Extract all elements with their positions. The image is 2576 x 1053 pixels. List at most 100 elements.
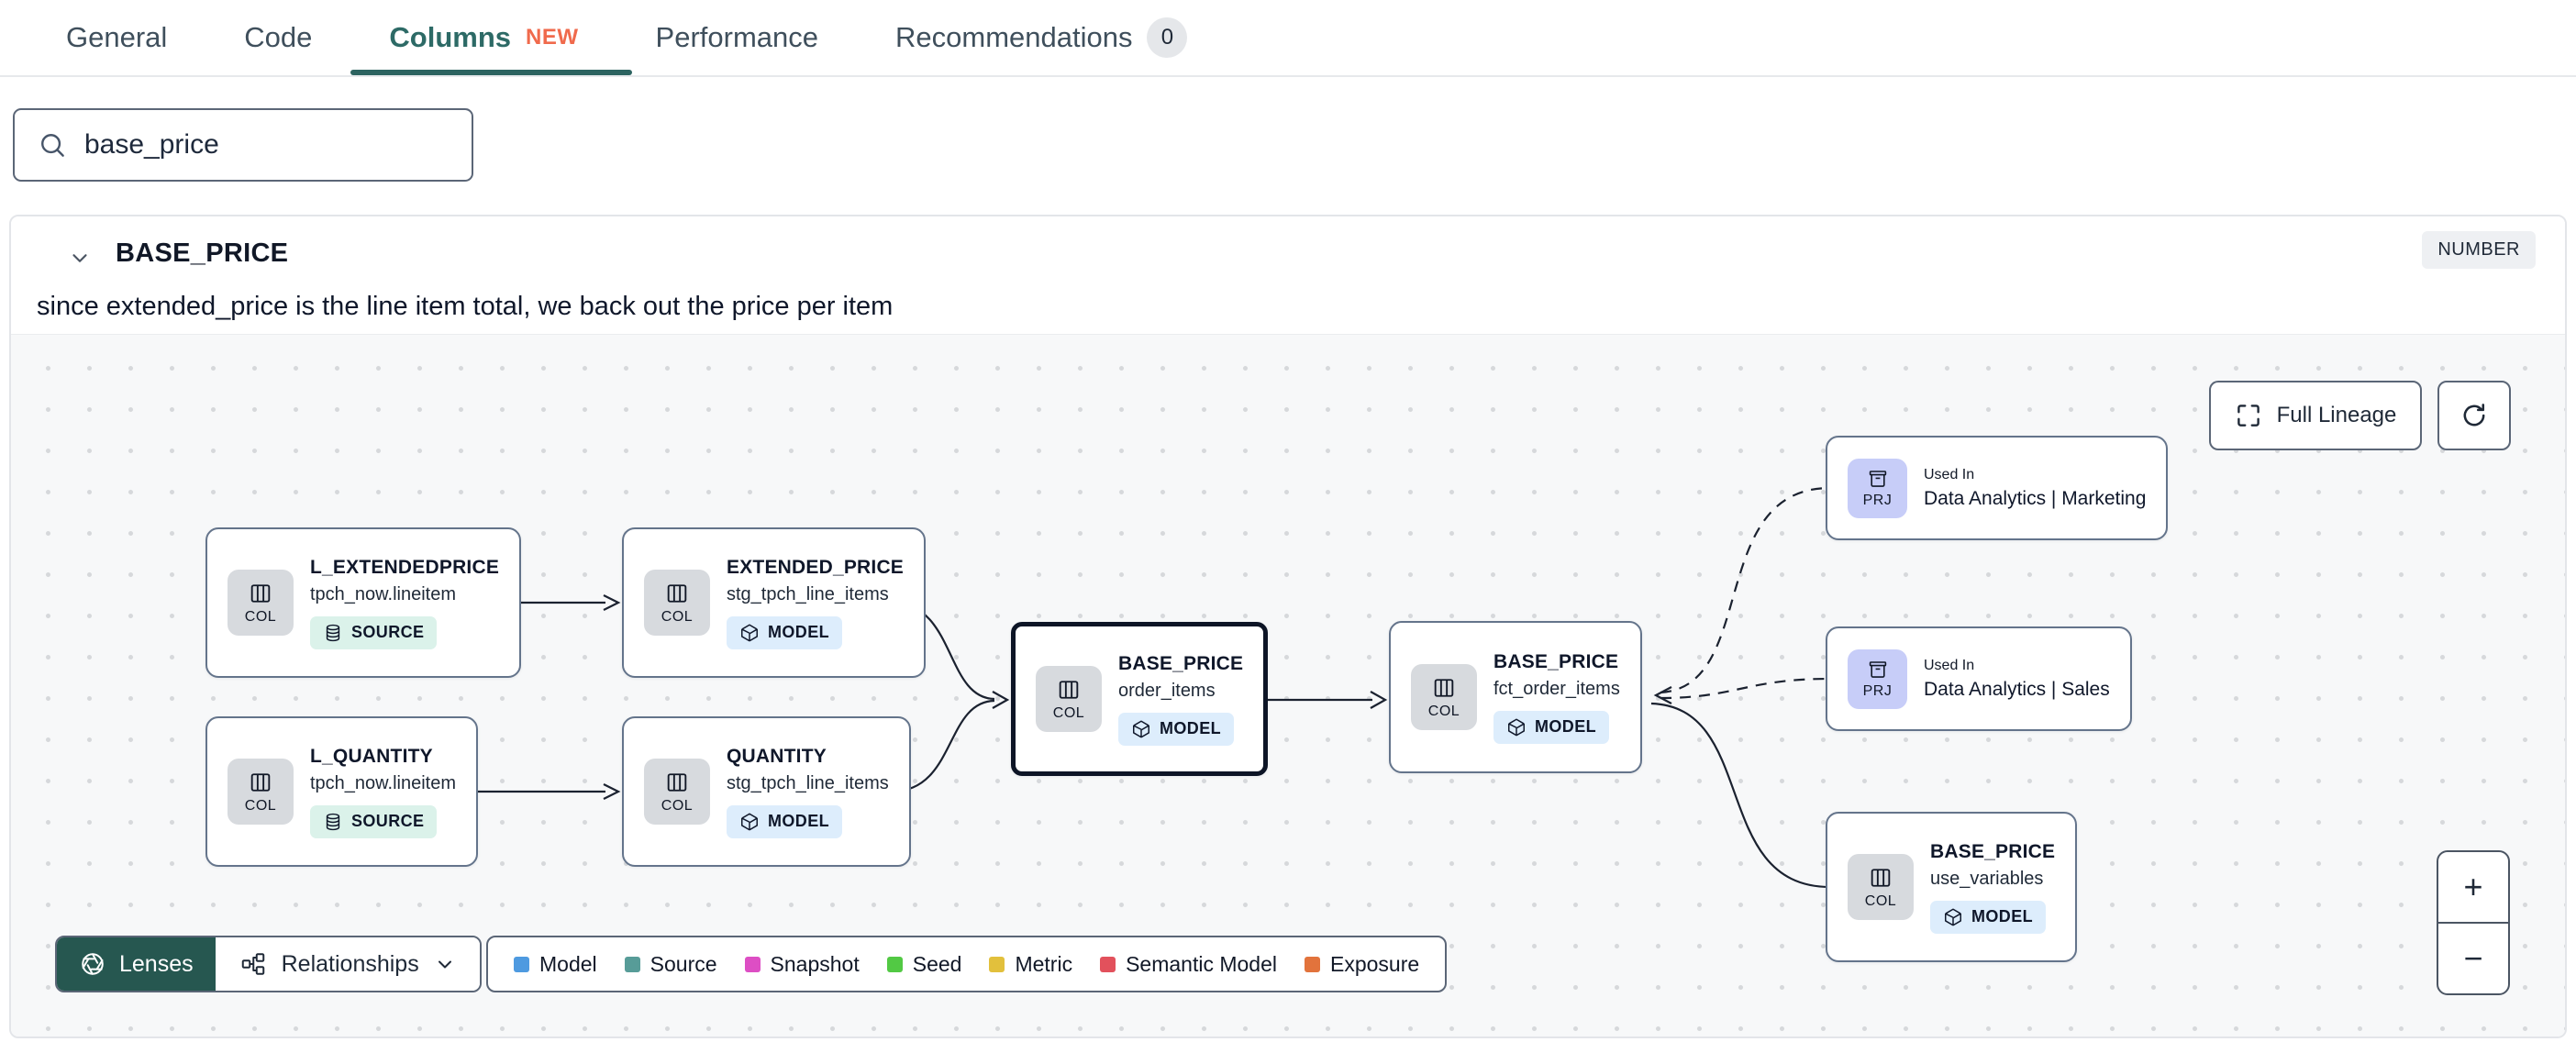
lineage-node-l-extendedprice[interactable]: COL L_EXTENDEDPRICE tpch_now.lineitem SO…	[205, 527, 522, 678]
column-card: BASE_PRICE NUMBER since extended_price i…	[9, 215, 2567, 1038]
used-in-name: Data Analytics | Marketing	[1924, 487, 2147, 509]
lenses-button[interactable]: Lenses	[57, 937, 216, 991]
lenses-label: Lenses	[119, 950, 194, 977]
tab-recommendations[interactable]: Recommendations 0	[895, 0, 1188, 75]
column-chip: COL	[644, 759, 710, 825]
collapse-chevron-icon[interactable]	[64, 242, 95, 273]
legend-label: Source	[650, 951, 717, 976]
lineage-node-base-price-order-items[interactable]: COL BASE_PRICE order_items MODEL	[1011, 622, 1269, 776]
chip-label: COL	[1052, 704, 1085, 721]
model-badge: MODEL	[727, 804, 842, 838]
refresh-button[interactable]	[2437, 381, 2511, 450]
tab-label: Code	[244, 21, 313, 53]
legend-item-snapshot: Snapshot	[744, 951, 860, 977]
database-icon	[326, 624, 340, 641]
chip-label: COL	[1427, 703, 1460, 719]
columns-icon	[1871, 868, 1891, 887]
refresh-icon	[2463, 404, 2485, 427]
lineage-node-used-in-sales[interactable]: PRJ Used In Data Analytics | Sales	[1826, 626, 2132, 731]
tab-performance[interactable]: Performance	[656, 0, 818, 75]
legend-item-exposure: Exposure	[1305, 952, 1419, 977]
badge-label: MODEL	[768, 812, 829, 830]
relationships-dropdown[interactable]: Relationships	[215, 937, 480, 991]
search-box[interactable]	[13, 108, 473, 182]
legend-label: Snapshot	[770, 951, 860, 976]
column-name: BASE_PRICE	[116, 238, 289, 268]
badge-label: MODEL	[1971, 907, 2033, 926]
lineage-node-base-price-fct-order-items[interactable]: COL BASE_PRICE fct_order_items MODEL	[1389, 621, 1642, 773]
legend-swatch	[1100, 956, 1116, 972]
node-title: QUANTITY	[727, 745, 827, 767]
column-chip: COL	[228, 759, 294, 825]
search-row	[0, 77, 2576, 213]
chip-label: PRJ	[1862, 682, 1893, 699]
project-chip: PRJ	[1848, 458, 1907, 518]
model-badge: MODEL	[1118, 712, 1234, 746]
node-title: BASE_PRICE	[1930, 840, 2056, 862]
node-title: BASE_PRICE	[1493, 650, 1619, 672]
chip-label: PRJ	[1862, 492, 1893, 508]
badge-label: MODEL	[1535, 717, 1596, 736]
legend-label: Semantic Model	[1126, 951, 1277, 976]
column-chip: COL	[1411, 664, 1477, 730]
tab-general[interactable]: General	[66, 0, 167, 75]
lineage-node-extended-price[interactable]: COL EXTENDED_PRICE stg_tpch_line_items M…	[622, 527, 927, 678]
tab-columns[interactable]: Columns NEW	[350, 0, 632, 75]
fullscreen-icon	[2237, 405, 2260, 427]
used-in-label: Used In	[1924, 657, 1975, 673]
node-title: L_QUANTITY	[310, 745, 433, 767]
model-badge: MODEL	[1493, 710, 1609, 744]
legend-swatch	[624, 956, 640, 972]
node-body: L_EXTENDEDPRICE tpch_now.lineitem SOURCE	[310, 557, 499, 649]
lineage-canvas[interactable]: Full Lineage COL L_EXTENDEDPRICE tpch_no…	[11, 334, 2565, 1036]
relationships-label: Relationships	[281, 950, 419, 977]
aperture-icon	[82, 953, 104, 975]
legend-label: Seed	[912, 951, 962, 976]
node-body: BASE_PRICE use_variables MODEL	[1930, 841, 2055, 934]
tab-label: Performance	[655, 21, 818, 53]
tab-label: General	[66, 21, 168, 53]
column-description: since extended_price is the line item to…	[37, 292, 894, 321]
badge-label: MODEL	[1160, 719, 1221, 737]
cube-icon	[1508, 718, 1525, 736]
node-body: Used In Data Analytics | Sales	[1924, 658, 2110, 701]
search-icon	[41, 134, 64, 157]
node-subtitle: stg_tpch_line_items	[727, 772, 889, 793]
chip-label: COL	[244, 608, 277, 625]
cube-icon	[1945, 908, 1961, 926]
node-subtitle: tpch_now.lineitem	[310, 772, 456, 793]
lineage-node-base-price-use-variables[interactable]: COL BASE_PRICE use_variables MODEL	[1826, 812, 2078, 962]
archive-box-icon	[1869, 660, 1886, 678]
cube-icon	[741, 813, 758, 830]
columns-icon	[1434, 678, 1454, 697]
lineage-node-l-quantity[interactable]: COL L_QUANTITY tpch_now.lineitem SOURCE	[205, 716, 478, 867]
zoom-in-button[interactable]: +	[2438, 852, 2508, 924]
column-chip: COL	[1036, 666, 1102, 732]
chip-label: COL	[661, 608, 694, 625]
column-chip: COL	[228, 570, 294, 636]
tab-code[interactable]: Code	[244, 0, 312, 75]
lineage-node-used-in-marketing[interactable]: PRJ Used In Data Analytics | Marketing	[1826, 436, 2169, 540]
column-type-badge: NUMBER	[2422, 231, 2536, 269]
lens-controls: Lenses Relationships	[55, 936, 482, 992]
node-subtitle: tpch_now.lineitem	[310, 583, 456, 604]
full-lineage-button[interactable]: Full Lineage	[2209, 381, 2422, 450]
resource-legend: Model Source Snapshot Seed Metric Semant…	[486, 936, 1448, 992]
node-title: L_EXTENDEDPRICE	[310, 556, 500, 578]
search-input[interactable]	[84, 129, 450, 161]
zoom-controls: + −	[2437, 850, 2510, 995]
node-title: EXTENDED_PRICE	[727, 556, 905, 578]
node-title: BASE_PRICE	[1118, 652, 1244, 674]
legend-label: Exposure	[1330, 951, 1420, 976]
model-badge: MODEL	[727, 615, 842, 649]
node-body: BASE_PRICE fct_order_items MODEL	[1493, 651, 1620, 744]
new-badge: NEW	[526, 25, 579, 50]
cube-icon	[741, 624, 758, 641]
node-subtitle: order_items	[1118, 680, 1216, 701]
node-body: Used In Data Analytics | Marketing	[1924, 467, 2146, 510]
legend-item-source: Source	[624, 951, 717, 977]
zoom-out-button[interactable]: −	[2463, 939, 2483, 977]
archive-box-icon	[1869, 470, 1886, 487]
used-in-label: Used In	[1924, 466, 1975, 482]
lineage-node-quantity[interactable]: COL QUANTITY stg_tpch_line_items MODEL	[622, 716, 911, 867]
